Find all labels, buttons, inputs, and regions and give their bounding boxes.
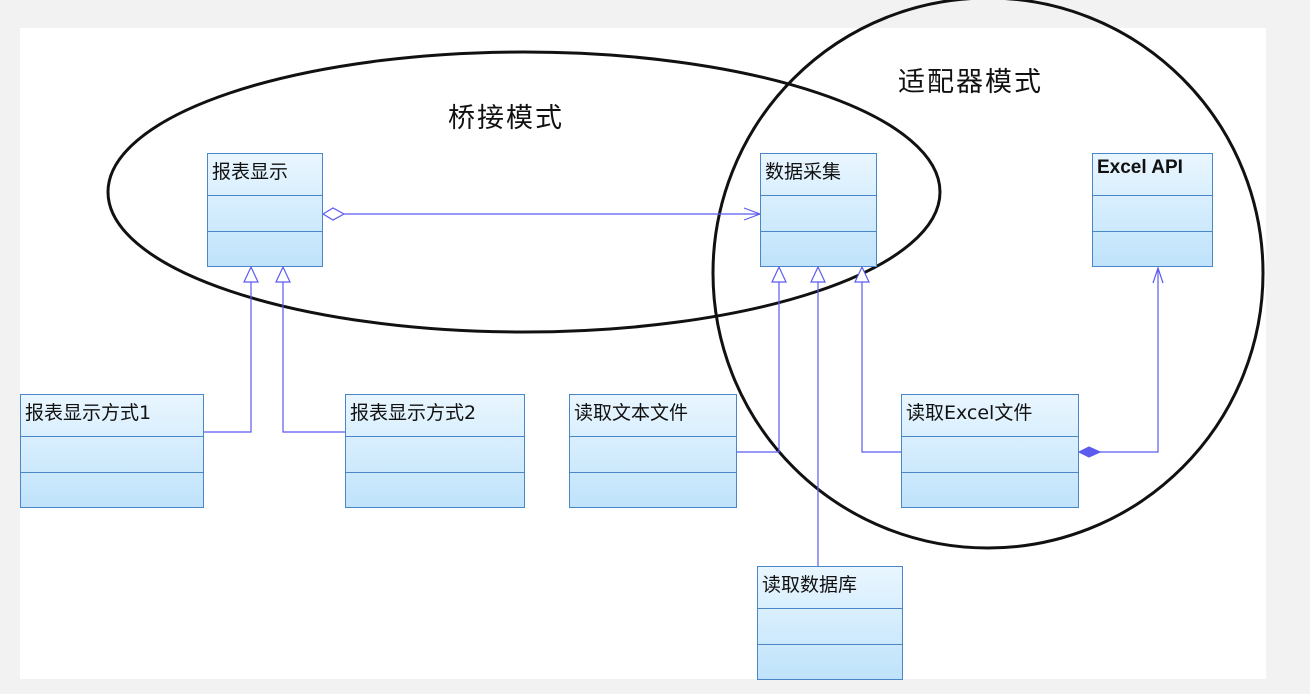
adapter-pattern-label: 适配器模式 — [898, 67, 1043, 98]
class-read-excel-file[interactable]: 读取Excel文件 — [901, 394, 1079, 508]
attributes-compartment — [21, 437, 203, 473]
class-read-database[interactable]: 读取数据库 — [757, 566, 903, 680]
class-name: 报表显示方式1 — [21, 395, 203, 437]
attributes-compartment — [346, 437, 524, 473]
diagram-canvas — [20, 28, 1266, 679]
class-name: 读取Excel文件 — [902, 395, 1078, 437]
attributes-compartment — [208, 196, 322, 232]
class-name: 读取数据库 — [758, 567, 902, 609]
operations-compartment — [208, 232, 322, 267]
operations-compartment — [570, 473, 736, 508]
operations-compartment — [758, 645, 902, 680]
class-report-mode2[interactable]: 报表显示方式2 — [345, 394, 525, 508]
attributes-compartment — [1093, 196, 1212, 232]
class-report-mode1[interactable]: 报表显示方式1 — [20, 394, 204, 508]
operations-compartment — [902, 473, 1078, 508]
operations-compartment — [346, 473, 524, 508]
operations-compartment — [761, 232, 876, 267]
class-excel-api[interactable]: Excel API — [1092, 153, 1213, 267]
attributes-compartment — [902, 437, 1078, 473]
class-name: 读取文本文件 — [570, 395, 736, 437]
attributes-compartment — [570, 437, 736, 473]
class-name: 报表显示方式2 — [346, 395, 524, 437]
attributes-compartment — [758, 609, 902, 645]
attributes-compartment — [761, 196, 876, 232]
class-name: 报表显示 — [208, 154, 322, 196]
operations-compartment — [21, 473, 203, 508]
class-name: Excel API — [1093, 154, 1212, 196]
class-name: 数据采集 — [761, 154, 876, 196]
class-read-text-file[interactable]: 读取文本文件 — [569, 394, 737, 508]
bridge-pattern-label: 桥接模式 — [448, 103, 564, 134]
class-data-collect[interactable]: 数据采集 — [760, 153, 877, 267]
operations-compartment — [1093, 232, 1212, 267]
class-report-display[interactable]: 报表显示 — [207, 153, 323, 267]
